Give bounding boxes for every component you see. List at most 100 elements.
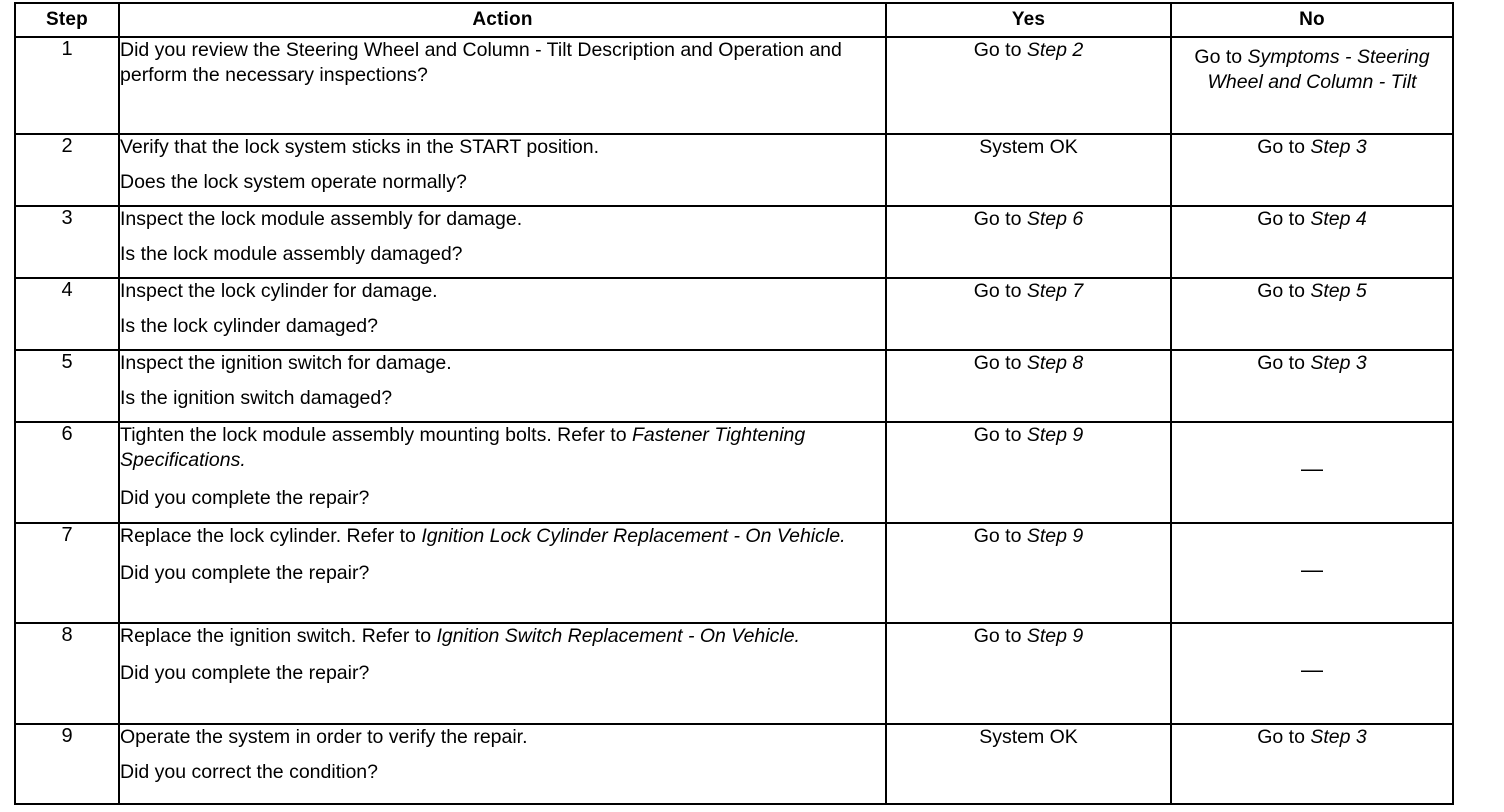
table-row: 7 Replace the lock cylinder. Refer to Ig… [14,522,1454,624]
table-row: 2 Verify that the lock system sticks in … [14,133,1454,207]
action-cell: Verify that the lock system sticks in th… [118,133,887,207]
yes-result-prefix: Go to [973,525,1027,547]
yes-result-reference: Step 2 [1026,39,1084,61]
step-number: 1 [14,36,120,135]
no-result-dash: — [1301,456,1323,482]
action-cell: Inspect the ignition switch for damage. … [118,349,887,423]
step-number: 8 [14,622,120,725]
action-question: Did you correct the condition? [120,761,378,784]
action-cell: Inspect the lock cylinder for damage. Is… [118,277,887,351]
no-result-reference: Step 3 [1310,352,1367,374]
action-text-plain: Replace the lock cylinder. Refer to [120,525,422,547]
step-number: 3 [14,205,120,279]
action-text: Operate the system in order to verify th… [120,726,528,748]
step-number: 9 [14,723,120,805]
no-result-cell: — [1170,421,1454,524]
table-row: 5 Inspect the ignition switch for damage… [14,349,1454,423]
action-text-reference: Ignition Lock Cylinder Replacement - On … [421,525,846,547]
action-question: Is the ignition switch damaged? [120,387,393,410]
no-result-cell: Go to Step 5 [1170,277,1454,351]
action-text: Replace the lock cylinder. Refer to Igni… [120,524,885,549]
action-text-reference: Ignition Switch Replacement - On Vehicle… [436,625,800,647]
no-result-prefix: Go to [1194,46,1248,68]
action-question: Is the lock cylinder damaged? [120,315,378,338]
no-result-cell: — [1170,522,1454,624]
column-header-action: Action [118,2,887,38]
column-header-yes: Yes [885,2,1172,38]
action-text: Inspect the lock cylinder for damage. [120,280,438,302]
action-text-plain: Replace the ignition switch. Refer to [120,625,437,647]
table-row: 8 Replace the ignition switch. Refer to … [14,622,1454,725]
no-result-prefix: Go to [1257,208,1311,230]
table-header: Step Action Yes No [14,2,1454,38]
table-row: 4 Inspect the lock cylinder for damage. … [14,277,1454,351]
yes-result-reference: Step 9 [1026,525,1084,547]
no-result-reference: Step 4 [1310,208,1367,230]
action-text-reference: Fastener Tightening Specifications. [120,424,806,472]
step-number: 4 [14,277,120,351]
no-result-cell: Go to Step 3 [1170,723,1454,805]
action-cell: Replace the ignition switch. Refer to Ig… [118,622,887,725]
no-result-cell: Go to Symptoms - Steering Wheel and Colu… [1170,36,1454,135]
yes-result-cell: Go to Step 8 [885,349,1172,423]
no-result-cell: Go to Step 4 [1170,205,1454,279]
yes-result-prefix: System OK [979,726,1078,748]
no-result-dash: — [1301,657,1323,683]
action-question: Did you complete the repair? [120,486,370,509]
diagnostic-step-table: Step Action Yes No 1 Did you review the … [14,2,1454,805]
yes-result-prefix: Go to [973,625,1027,647]
column-header-no: No [1170,2,1454,38]
no-result-reference: Symptoms - Steering Wheel and Column - T… [1207,46,1430,93]
step-number: 5 [14,349,120,423]
action-text: Inspect the ignition switch for damage. [120,352,452,374]
yes-result-reference: Step 9 [1026,625,1084,647]
no-result-prefix: Go to [1257,280,1311,302]
yes-result-cell: System OK [885,133,1172,207]
table-row: 9 Operate the system in order to verify … [14,723,1454,805]
yes-result-cell: Go to Step 9 [885,622,1172,725]
action-cell: Replace the lock cylinder. Refer to Igni… [118,522,887,624]
no-result-reference: Step 5 [1310,280,1367,302]
yes-result-cell: System OK [885,723,1172,805]
action-text: Replace the ignition switch. Refer to Ig… [120,624,885,649]
action-question: Did you complete the repair? [120,562,370,585]
step-number: 6 [14,421,120,524]
yes-result-prefix: System OK [979,136,1078,158]
step-number: 7 [14,522,120,624]
no-result-reference: Step 3 [1310,726,1367,748]
yes-result-prefix: Go to [973,352,1027,374]
action-question: Is the lock module assembly damaged? [120,243,463,266]
header-row: Step Action Yes No [14,2,1454,38]
action-text: Did you review the Steering Wheel and Co… [120,39,842,87]
table-row: 1 Did you review the Steering Wheel and … [14,36,1454,135]
yes-result-reference: Step 6 [1026,208,1084,230]
action-text: Tighten the lock module assembly mountin… [120,423,885,474]
yes-result-cell: Go to Step 7 [885,277,1172,351]
yes-result-prefix: Go to [973,208,1027,230]
no-result-prefix: Go to [1257,136,1311,158]
yes-result-reference: Step 7 [1026,280,1084,302]
no-result-cell: — [1170,622,1454,725]
action-text: Verify that the lock system sticks in th… [120,136,600,158]
yes-result-prefix: Go to [973,39,1027,61]
yes-result-prefix: Go to [973,424,1027,446]
yes-result-reference: Step 8 [1026,352,1084,374]
table-row: 3 Inspect the lock module assembly for d… [14,205,1454,279]
no-result-cell: Go to Step 3 [1170,133,1454,207]
yes-result-cell: Go to Step 9 [885,522,1172,624]
column-header-step: Step [14,2,120,38]
table-body: 1 Did you review the Steering Wheel and … [14,36,1454,805]
step-number: 2 [14,133,120,207]
yes-result-prefix: Go to [973,280,1027,302]
no-result-cell: Go to Step 3 [1170,349,1454,423]
action-cell: Inspect the lock module assembly for dam… [118,205,887,279]
yes-result-reference: Step 9 [1026,424,1084,446]
no-result-dash: — [1301,556,1323,582]
action-text: Inspect the lock module assembly for dam… [120,208,523,230]
yes-result-cell: Go to Step 9 [885,421,1172,524]
action-cell: Tighten the lock module assembly mountin… [118,421,887,524]
no-result-reference: Step 3 [1310,136,1367,158]
no-result-prefix: Go to [1257,726,1311,748]
action-question: Does the lock system operate normally? [120,171,467,194]
